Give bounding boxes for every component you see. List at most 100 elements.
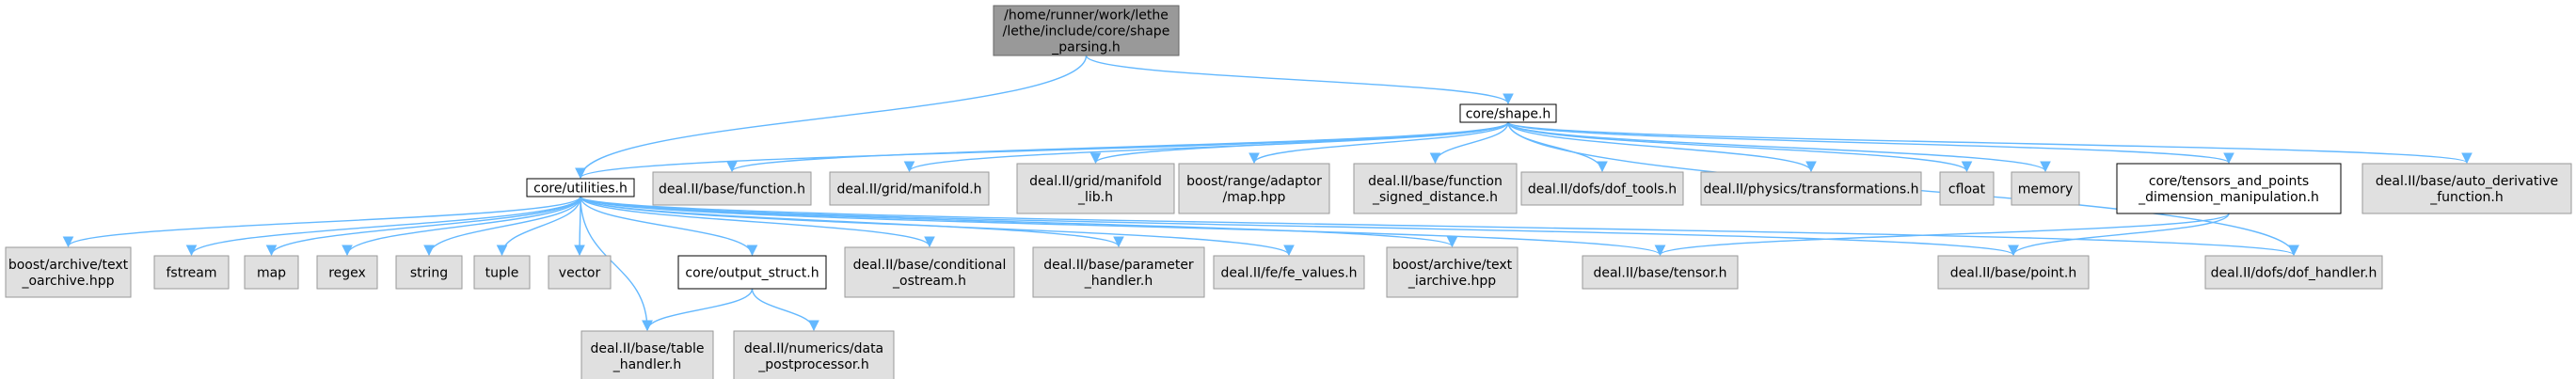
node-parameter_handler-box — [1032, 246, 1205, 298]
node-data_postprocessor-label-line: deal.II/numerics/data — [744, 341, 883, 356]
edge-utilities-to-conditional_ostream — [580, 196, 930, 246]
node-boost_map-label-line: boost/range/adaptor — [1186, 174, 1322, 189]
edge-utilities-to-tuple — [502, 196, 581, 255]
node-output_struct[interactable]: core/output_struct.h — [677, 255, 827, 290]
edge-output_struct-to-table_handler — [647, 288, 754, 330]
node-text_iarchive-label-line: _iarchive.hpp — [1407, 274, 1496, 289]
node-tensors_points-box — [2116, 163, 2342, 214]
node-tuple-box — [473, 255, 531, 290]
node-function: deal.II/base/function.h — [652, 171, 812, 206]
node-auto_derivative-label-line: _function.h — [2429, 190, 2504, 205]
node-auto_derivative-label-line: deal.II/base/auto_derivative — [2376, 174, 2558, 189]
edge-shape-to-manifold_lib — [1096, 121, 1509, 163]
node-auto_derivative: deal.II/base/auto_derivative_function.h — [2361, 163, 2572, 214]
node-text_iarchive: boost/archive/text_iarchive.hpp — [1386, 246, 1519, 298]
node-tuple-label-line: tuple — [485, 266, 519, 281]
node-conditional_ostream-box — [844, 246, 1015, 298]
node-data_postprocessor-box — [733, 330, 895, 379]
node-tuple: tuple — [473, 255, 531, 290]
edge-utilities-to-output_struct — [580, 196, 753, 255]
node-utilities[interactable]: core/utilities.h — [526, 178, 635, 197]
edge-utilities-to-fstream — [192, 196, 581, 255]
edge-utilities-to-regex — [347, 196, 581, 255]
edge-utilities-to-text_oarchive — [69, 196, 581, 246]
node-vector-label-line: vector — [559, 266, 601, 281]
edge-output_struct-to-data_postprocessor — [751, 288, 815, 330]
node-text_oarchive-label-line: boost/archive/text — [8, 258, 129, 273]
node-vector-box — [548, 255, 612, 290]
node-text_oarchive: boost/archive/text_oarchive.hpp — [5, 246, 132, 298]
node-fe_values: deal.II/fe/fe_values.h — [1213, 255, 1365, 290]
node-root-label-line: /lethe/include/core/shape — [1003, 24, 1170, 39]
node-root-label-line: _parsing.h — [1051, 40, 1121, 55]
node-transformations: deal.II/physics/transformations.h — [1700, 171, 1922, 206]
node-conditional_ostream-label-line: _ostream.h — [892, 274, 966, 289]
node-cfloat: cfloat — [1939, 171, 1995, 206]
node-manifold_lib-label-line: deal.II/grid/manifold — [1029, 174, 1162, 189]
edge-tensors_points-to-point — [2013, 213, 2230, 255]
node-signed_distance-label-line: deal.II/base/function — [1368, 174, 1503, 189]
node-point: deal.II/base/point.h — [1937, 255, 2090, 290]
node-fstream-box — [153, 255, 230, 290]
node-dof_handler-box — [2204, 255, 2383, 290]
node-conditional_ostream: deal.II/base/conditional_ostream.h — [844, 246, 1015, 298]
node-string-box — [395, 255, 463, 290]
edge-utilities-to-point — [580, 196, 2013, 255]
node-tensors_points-label-line: _dimension_manipulation.h — [2138, 190, 2319, 205]
node-text_oarchive-label-line: _oarchive.hpp — [21, 274, 114, 289]
node-root-label-line: /home/runner/work/lethe — [1004, 8, 1169, 24]
node-tensors_points[interactable]: core/tensors_and_points_dimension_manipu… — [2116, 163, 2342, 214]
node-point-label-line: deal.II/base/point.h — [1950, 266, 2077, 281]
node-transformations-box — [1700, 171, 1922, 206]
node-parameter_handler-label-line: deal.II/base/parameter — [1043, 258, 1194, 273]
node-signed_distance-box — [1353, 163, 1518, 214]
node-parameter_handler: deal.II/base/parameter_handler.h — [1032, 246, 1205, 298]
node-dof_tools: deal.II/dofs/dof_tools.h — [1520, 171, 1684, 206]
node-map-label-line: map — [257, 266, 286, 281]
node-output_struct-box — [677, 255, 827, 290]
edge-shape-to-boost_map — [1254, 121, 1509, 163]
edge-utilities-to-dof_handler — [580, 196, 2294, 255]
node-fe_values-box — [1213, 255, 1365, 290]
node-grid_manifold: deal.II/grid/manifold.h — [829, 171, 990, 206]
node-root[interactable]: /home/runner/work/lethe/lethe/include/co… — [993, 5, 1180, 56]
node-tensor-label-line: deal.II/base/tensor.h — [1593, 266, 1726, 281]
node-memory-box — [2011, 171, 2080, 206]
node-data_postprocessor: deal.II/numerics/data_postprocessor.h — [733, 330, 895, 379]
node-text_iarchive-box — [1386, 246, 1519, 298]
node-shape-box — [1459, 103, 1557, 123]
node-boost_map-label-line: /map.hpp — [1223, 190, 1286, 205]
edge-utilities-to-fe_values — [580, 196, 1289, 255]
node-table_handler-label-line: _handler.h — [612, 357, 682, 372]
node-signed_distance-label-line: _signed_distance.h — [1372, 190, 1498, 205]
dependency-edges — [69, 55, 2468, 330]
node-dof_tools-label-line: deal.II/dofs/dof_tools.h — [1528, 182, 1677, 197]
edge-tensors_points-to-tensor — [1661, 213, 2230, 255]
node-regex-box — [316, 255, 378, 290]
node-text_oarchive-box — [5, 246, 132, 298]
node-shape-label-line: core/shape.h — [1466, 107, 1551, 122]
node-table_handler-label-line: deal.II/base/table — [591, 341, 705, 356]
edge-utilities-to-table_handler — [580, 196, 647, 330]
node-tensor: deal.II/base/tensor.h — [1582, 255, 1739, 290]
node-fe_values-label-line: deal.II/fe/fe_values.h — [1220, 266, 1357, 281]
node-dof_handler: deal.II/dofs/dof_handler.h — [2204, 255, 2383, 290]
node-shape[interactable]: core/shape.h — [1459, 103, 1557, 123]
node-map-box — [244, 255, 299, 290]
node-regex-label-line: regex — [328, 266, 366, 281]
edge-utilities-to-tensor — [580, 196, 1661, 255]
edge-root-to-utilities — [580, 55, 1088, 178]
node-conditional_ostream-label-line: deal.II/base/conditional — [853, 258, 1007, 273]
node-boost_map: boost/range/adaptor/map.hpp — [1178, 163, 1330, 214]
node-fstream-label-line: fstream — [167, 266, 217, 281]
node-tensors_points-label-line: core/tensors_and_points — [2149, 174, 2309, 189]
edge-utilities-to-string — [429, 196, 581, 255]
edge-root-to-shape — [1085, 55, 1509, 103]
edge-shape-to-cfloat — [1507, 121, 1967, 171]
node-memory: memory — [2011, 171, 2080, 206]
node-transformations-label-line: deal.II/physics/transformations.h — [1704, 182, 1919, 197]
node-boost_map-box — [1178, 163, 1330, 214]
node-manifold_lib-label-line: _lib.h — [1077, 190, 1113, 205]
node-auto_derivative-box — [2361, 163, 2572, 214]
edge-shape-to-transformations — [1507, 121, 1811, 171]
